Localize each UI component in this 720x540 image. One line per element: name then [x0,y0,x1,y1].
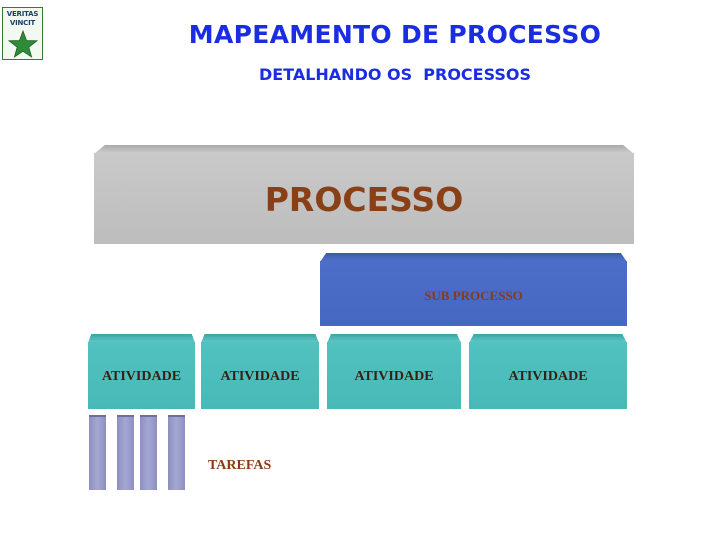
tarefas-label: TAREFAS [208,458,272,473]
veritas-vincit-logo: VERITAS VINCIT [2,7,43,60]
processo-label: PROCESSO [264,180,464,219]
logo-text-line2: VINCIT [9,19,36,27]
atividade-block-top [327,334,461,343]
processo-block: PROCESSO [94,153,634,244]
tarefa-bar [168,417,185,490]
star-icon [8,30,38,58]
page-title: MAPEAMENTO DE PROCESSO [188,20,602,49]
sub-processo-block: SUB PROCESSO [320,261,627,326]
tarefa-bar [89,417,106,490]
atividade-block: ATIVIDADE [201,342,319,409]
atividade-label: ATIVIDADE [101,369,182,384]
sub-processo-label: SUB PROCESSO [424,288,523,303]
atividade-label: ATIVIDADE [220,369,300,384]
atividade-block-top [201,334,319,343]
tarefa-bar [117,417,134,490]
atividade-block: ATIVIDADE [88,342,195,409]
tarefa-bar [140,417,157,490]
atividade-block-top [88,334,195,343]
atividade-label: ATIVIDADE [508,369,588,384]
sub-processo-block-top [320,253,627,262]
processo-block-top [94,145,634,154]
page-subtitle: DETALHANDO OS PROCESSOS [258,65,532,84]
atividade-block: ATIVIDADE [327,342,461,409]
atividade-label: ATIVIDADE [354,369,434,384]
atividade-block: ATIVIDADE [469,342,627,409]
logo-text-line1: VERITAS [6,10,39,18]
atividade-block-top [469,334,627,343]
